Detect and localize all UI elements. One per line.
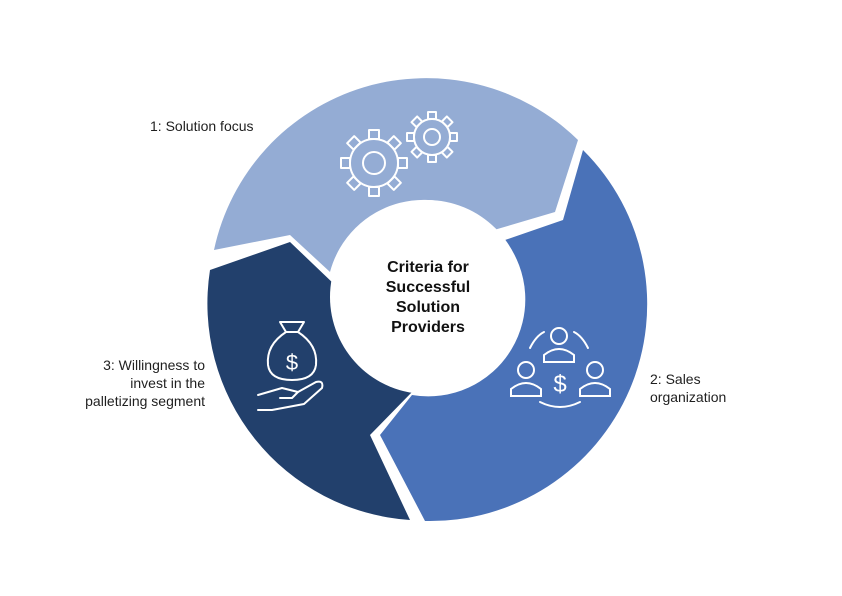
segment-3-willingness-to-invest xyxy=(207,242,412,520)
money-bag-hand-icon: $ xyxy=(257,321,324,411)
center-title-line: Criteria for xyxy=(387,259,469,276)
segment-3-label: 3: Willingness to invest in the palletiz… xyxy=(85,356,205,410)
segment-2-sales-organization xyxy=(380,150,648,522)
segment-3-label-line: palletizing segment xyxy=(85,393,205,409)
center-title-line: Successful xyxy=(385,279,471,296)
segment-1-solution-focus xyxy=(214,78,578,273)
svg-text:$: $ xyxy=(286,350,298,375)
sales-team-icon: $ xyxy=(510,327,611,408)
center-title-line: Solution xyxy=(396,299,460,316)
segment-3-label-line: invest in the xyxy=(130,375,205,391)
center-title: Criteria for Successful Solution Provide… xyxy=(348,258,508,338)
segment-1-label: 1: Solution focus xyxy=(150,117,254,135)
gears-icon xyxy=(340,111,458,197)
svg-text:$: $ xyxy=(553,371,566,398)
segment-2-label-line: 2: Sales xyxy=(650,371,701,387)
segment-2-label-line: organization xyxy=(650,389,727,405)
segment-1-label-line: 1: Solution focus xyxy=(150,118,254,134)
segment-3-label-line: 3: Willingness to xyxy=(103,357,205,373)
center-circle xyxy=(330,200,524,394)
center-title-line: Providers xyxy=(391,319,465,336)
segment-2-label: 2: Sales organization xyxy=(650,370,726,406)
